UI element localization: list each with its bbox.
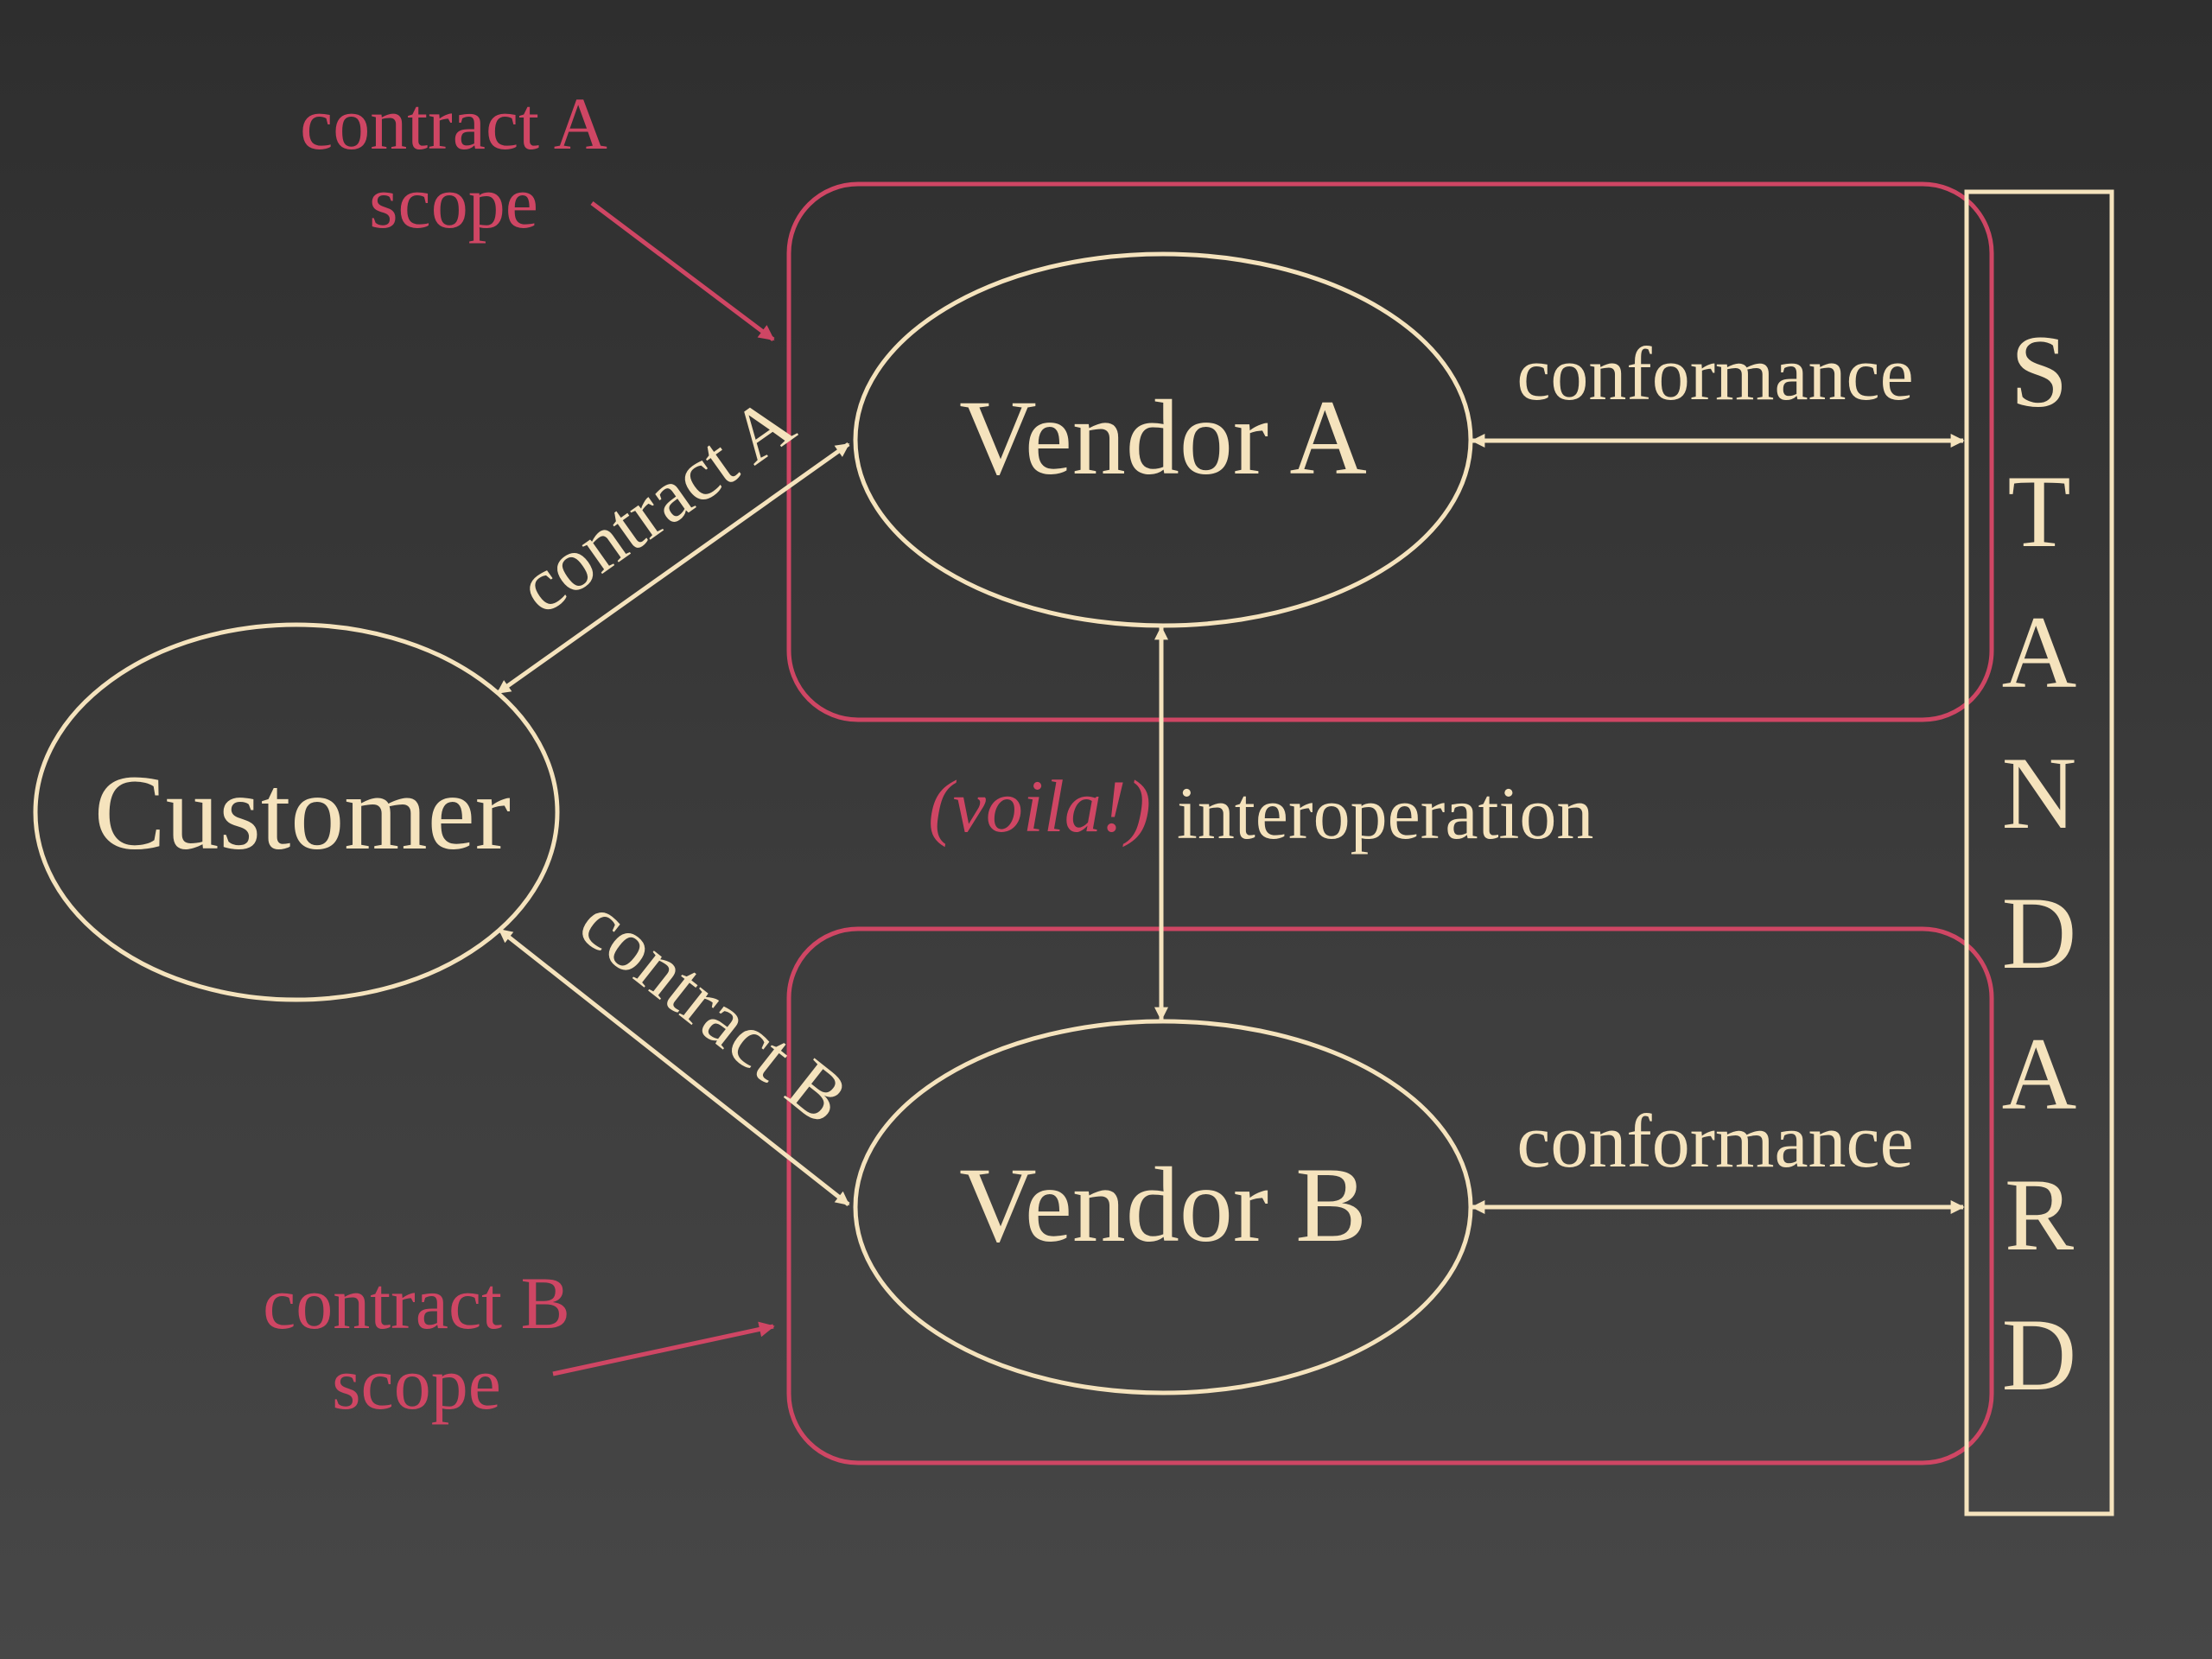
contract-a-scope-label-line1: contract A (300, 82, 607, 165)
vendor-a-node (853, 251, 1473, 628)
customer-node (33, 622, 560, 1002)
vendor-b-node (853, 1019, 1473, 1395)
standard-letter: R (2005, 1157, 2074, 1272)
standard-letter: T (2007, 454, 2070, 569)
conformance-b-label: conformance (1516, 1100, 1913, 1184)
contract-a-scope-pointer (590, 201, 775, 341)
customer-label: Customer (94, 753, 511, 872)
standard-letter: A (2002, 594, 2077, 709)
conformance-a-label: conformance (1516, 333, 1913, 416)
standard-letters: S T A N D A R D (2002, 314, 2077, 1412)
standard-letter: A (2002, 1016, 2077, 1131)
contract-b-scope-label-line2: scope (332, 1342, 501, 1425)
interoperation-label: interoperation (1177, 772, 1593, 855)
vendor-b-label: Vendor B (959, 1146, 1367, 1264)
vendor-a-label: Vendor A (959, 378, 1367, 497)
contract-b-label: contract B (564, 880, 863, 1141)
contract-a-arrow (496, 442, 850, 696)
standard-letter: N (2002, 735, 2077, 850)
standard-box (1964, 189, 2114, 1516)
contract-b-arrow (498, 928, 850, 1206)
standard-letter: D (2002, 1297, 2077, 1412)
contract-b-scope-label-line1: contract B (263, 1262, 570, 1344)
voila-label: (voila!) (928, 765, 1151, 848)
standard-letter: S (2011, 314, 2069, 429)
contract-a-scope-label-line2: scope (369, 161, 538, 244)
contract-b-scope-pointer (552, 1321, 775, 1376)
standard-letter: D (2002, 875, 2077, 990)
